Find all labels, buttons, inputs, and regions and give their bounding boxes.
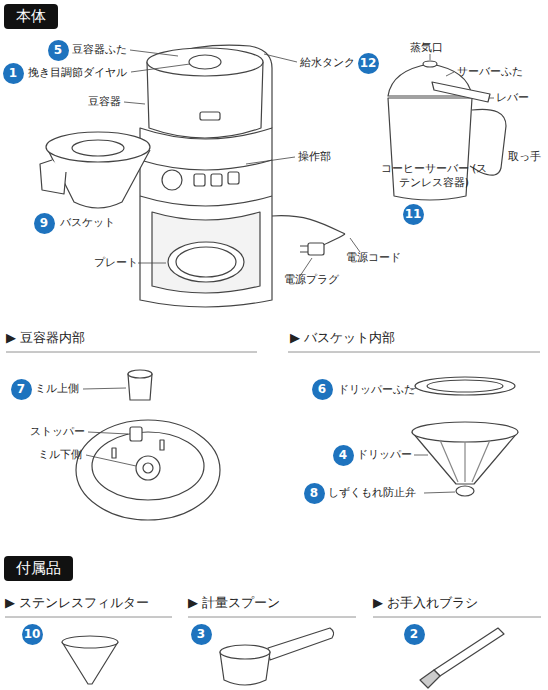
- callout-number: 1: [3, 63, 24, 84]
- node-text: 3: [197, 627, 205, 641]
- part-label: ミル下側: [38, 448, 82, 462]
- part-label: ストッパー: [30, 425, 85, 439]
- node-text: 5: [54, 43, 62, 57]
- part-label: 豆容器ふた: [72, 43, 127, 57]
- node-text: 7: [17, 382, 25, 396]
- callout-number: 6: [312, 379, 333, 400]
- spoon-rim: [220, 645, 270, 659]
- callout-number: 5: [48, 40, 69, 61]
- panel-band: [140, 196, 272, 206]
- part-label: 操作部: [298, 150, 331, 164]
- callout-number: 4: [333, 445, 354, 466]
- node-text: 1: [9, 66, 17, 80]
- mill-center: [143, 463, 153, 473]
- node-text: 付属品: [16, 559, 61, 577]
- callout-number: 8: [304, 483, 325, 504]
- node-text: 2: [410, 627, 418, 641]
- part-label: しずくもれ防止弁: [328, 486, 416, 500]
- callout-number: 3: [191, 624, 212, 645]
- button: [194, 174, 205, 186]
- stopper: [130, 427, 142, 441]
- plate: [168, 242, 244, 282]
- node-text: 10: [24, 627, 41, 641]
- section-header: 付属品: [4, 556, 73, 581]
- part-label: プレート: [94, 256, 138, 270]
- drip-valve: [456, 486, 474, 496]
- dial: [162, 170, 182, 190]
- part-label: ミル上側: [35, 382, 79, 396]
- brush-handle: [434, 628, 504, 676]
- part-label: 取っ手: [508, 150, 541, 164]
- panel-band: [140, 160, 272, 170]
- callout-number: 11: [403, 204, 424, 225]
- section-heading: ▶ お手入れブラシ: [373, 595, 478, 611]
- part-label: 電源プラグ: [284, 273, 339, 287]
- callout-number: 2: [404, 624, 425, 645]
- dripper-rim: [412, 422, 518, 442]
- node-text: 6: [318, 382, 326, 396]
- node-text: 11: [405, 207, 422, 221]
- section-heading: ▶ 計量スプーン: [188, 595, 280, 611]
- part-label: ドリッパー: [357, 448, 412, 462]
- part-label: コーヒーサーバー (ステンレス容器): [378, 162, 490, 190]
- node-text: 4: [339, 448, 347, 462]
- part-label: サーバーふた: [457, 65, 523, 79]
- callout-number: 7: [11, 379, 32, 400]
- tab: [200, 112, 220, 120]
- steam-vent: [423, 61, 437, 67]
- basket-rim: [46, 132, 150, 162]
- power-cord: [272, 216, 345, 234]
- dripper-lid-inner: [427, 380, 503, 392]
- part-label: バスケット: [60, 216, 115, 230]
- spoon-handle: [268, 628, 334, 660]
- power-plug: [308, 243, 324, 255]
- grind-dial: [189, 55, 221, 69]
- part-label: 給水タンク: [300, 56, 355, 70]
- mill-lower: [136, 456, 160, 480]
- dripper-lid: [415, 377, 515, 395]
- button: [211, 174, 222, 186]
- callout-number: 10: [22, 624, 43, 645]
- filter-rim: [62, 636, 118, 648]
- power-cord: [322, 234, 345, 246]
- node-text: 12: [360, 56, 377, 70]
- plug-prongs: [300, 246, 308, 252]
- peg: [160, 440, 164, 450]
- callout-number: 12: [358, 53, 379, 74]
- section-header: 本体: [4, 4, 58, 29]
- mill-upper-top: [128, 370, 152, 378]
- section-heading: ▶ 豆容器内部: [6, 330, 85, 346]
- body-outline: [140, 128, 272, 307]
- part-label: レバー: [496, 91, 529, 105]
- section-heading: ▶ ステンレスフィルター: [5, 595, 149, 611]
- bean-container-bowl: [76, 420, 220, 520]
- basket-handle: [40, 160, 66, 194]
- basket-inner: [72, 140, 124, 156]
- lever: [432, 82, 490, 102]
- part-label: 挽き目調節ダイヤル: [28, 66, 127, 80]
- dripper-ribs: [440, 440, 490, 482]
- brush-bristles: [420, 670, 440, 688]
- plate-inner: [176, 247, 236, 277]
- part-label: 蒸気口: [410, 41, 443, 55]
- section-heading: ▶ バスケット内部: [290, 330, 395, 346]
- callout-number: 9: [34, 213, 55, 234]
- node-text: 9: [40, 216, 48, 230]
- part-label: 電源コード: [346, 251, 401, 265]
- bean-lid: [147, 48, 263, 76]
- part-label: 豆容器: [88, 95, 121, 109]
- button: [228, 172, 239, 184]
- bowl-inner: [92, 432, 204, 500]
- peg: [112, 448, 116, 458]
- part-label: ドリッパーふた: [338, 383, 415, 397]
- node-text: 8: [310, 486, 318, 500]
- plate-recess: [152, 212, 260, 293]
- node-text: 本体: [16, 7, 46, 25]
